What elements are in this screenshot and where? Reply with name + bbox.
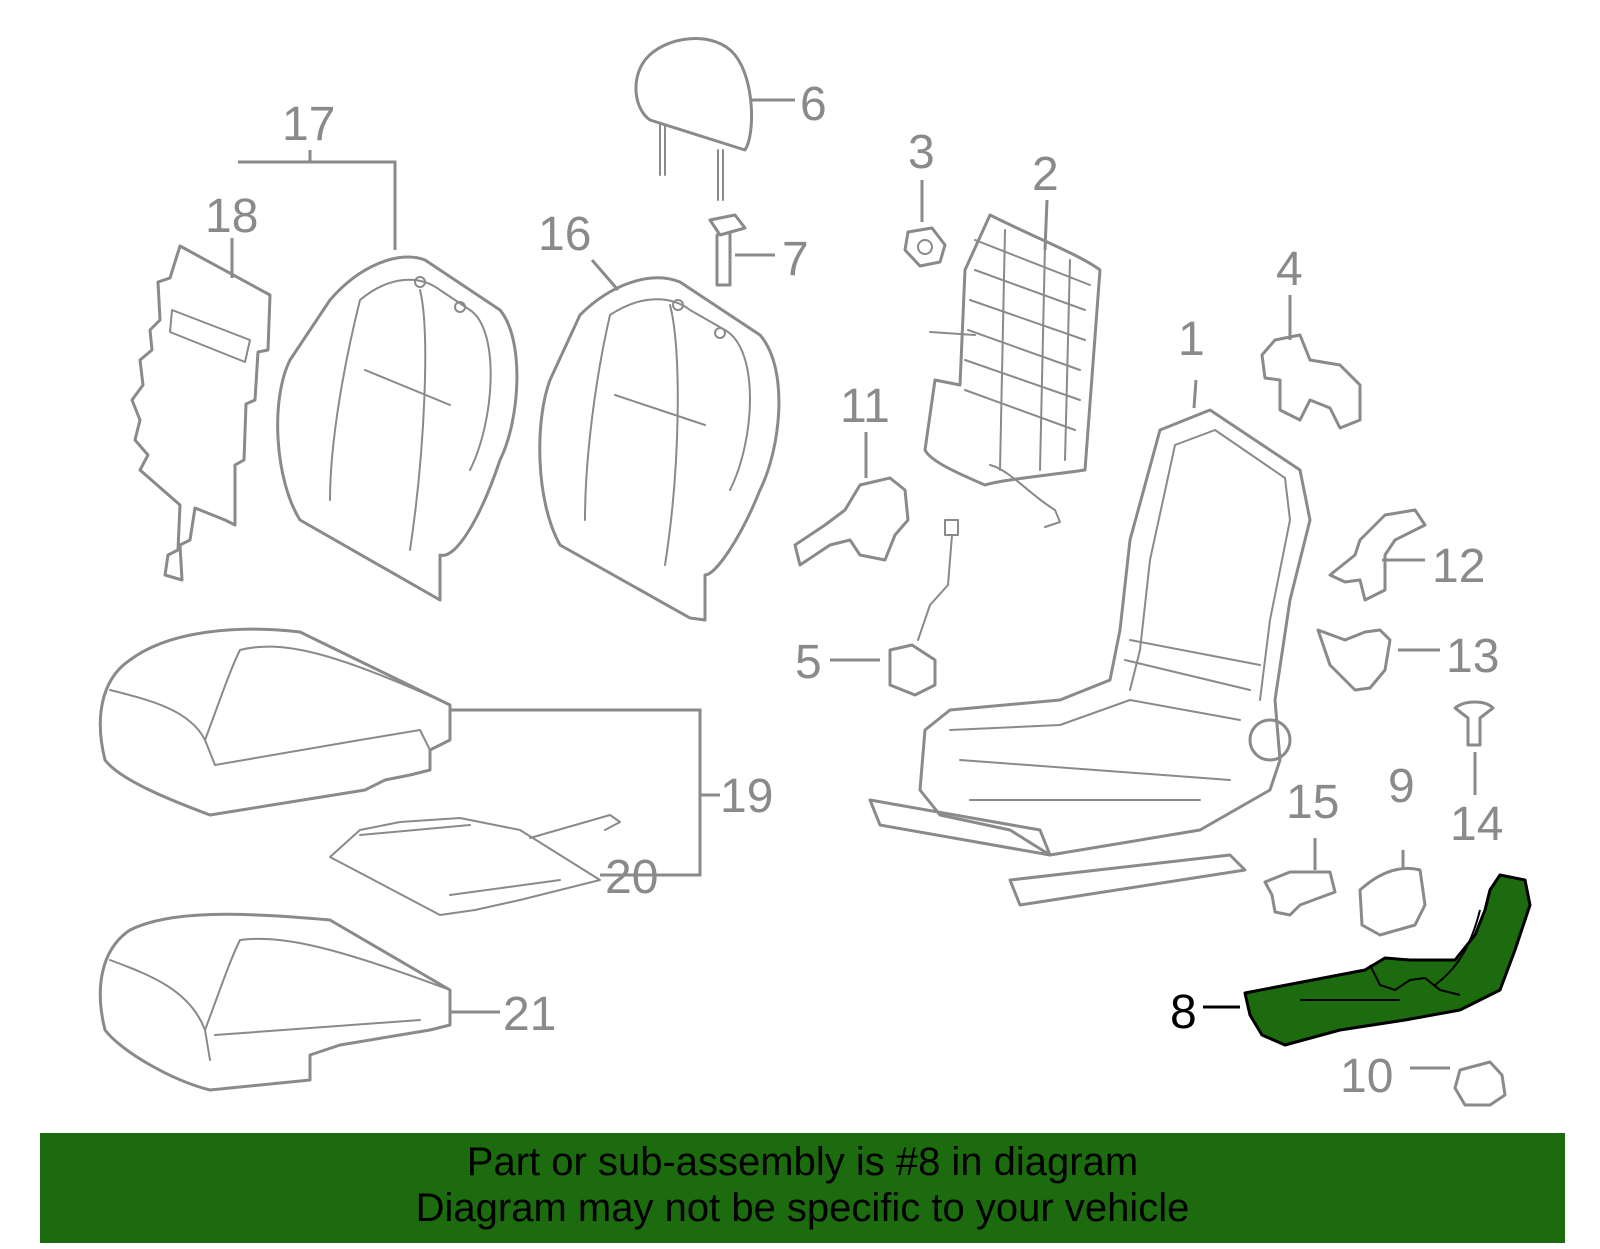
part-5-switch-harness[interactable] — [888, 519, 959, 697]
callout-8: 8 — [1170, 986, 1197, 1039]
callout-21: 21 — [503, 988, 556, 1041]
callout-1: 1 — [1178, 313, 1205, 366]
part-21-cushion-pad[interactable] — [98, 912, 452, 1092]
part-10-cap[interactable] — [1453, 1060, 1507, 1107]
callout-15: 15 — [1286, 776, 1339, 829]
part-2-seatback-spring[interactable] — [923, 213, 1102, 528]
part-11-cover[interactable] — [793, 476, 910, 567]
callout-19: 19 — [720, 770, 773, 823]
callout-12: 12 — [1432, 540, 1485, 593]
part-13-cover[interactable] — [1316, 628, 1392, 692]
banner-line-2: Diagram may not be specific to your vehi… — [415, 1186, 1190, 1230]
callout-20: 20 — [605, 851, 658, 904]
callout-13: 13 — [1446, 630, 1499, 683]
part-20-seat-heater[interactable] — [329, 814, 621, 916]
callout-6: 6 — [800, 78, 827, 131]
callout-18: 18 — [205, 190, 258, 243]
callout-7: 7 — [782, 233, 809, 286]
part-19-cushion-cover[interactable] — [98, 627, 452, 817]
part-17-seatback-cover[interactable] — [276, 255, 519, 602]
seat-parts-diagram: 1 2 3 4 5 6 7 8 9 10 11 12 13 14 15 16 1… — [98, 37, 1532, 1107]
part-12-bracket[interactable] — [1328, 508, 1427, 602]
part-9-cover[interactable] — [1358, 866, 1427, 937]
callout-17: 17 — [282, 98, 335, 151]
callout-11: 11 — [840, 380, 890, 433]
callout-4: 4 — [1276, 243, 1303, 296]
part-4-bracket[interactable] — [1260, 333, 1362, 430]
callout-14: 14 — [1450, 798, 1503, 851]
part-18-seatback-board[interactable] — [130, 244, 272, 582]
part-6-headrest[interactable] — [634, 37, 753, 201]
part-16-seatback-pad[interactable] — [538, 276, 781, 622]
part-3-clip[interactable] — [903, 226, 947, 268]
part-1-seat-frame[interactable] — [868, 408, 1312, 907]
info-banner: Part or sub-assembly is #8 in diagram Di… — [40, 1133, 1565, 1243]
leader-lines — [230, 98, 1477, 1070]
part-15-cover[interactable] — [1263, 870, 1337, 917]
callout-5: 5 — [795, 636, 822, 689]
part-8-seat-cushion-shield[interactable] — [1243, 873, 1532, 1047]
callout-labels: 1 2 3 4 5 6 7 8 9 10 11 12 13 14 15 16 1… — [205, 78, 1503, 1103]
callout-2: 2 — [1032, 148, 1059, 201]
banner-line-1: Part or sub-assembly is #8 in diagram — [466, 1140, 1139, 1184]
callout-3: 3 — [908, 126, 935, 179]
part-7-headrest-guide[interactable] — [708, 213, 747, 287]
callout-9: 9 — [1388, 760, 1415, 813]
part-14-clip[interactable] — [1453, 700, 1495, 747]
callout-10: 10 — [1340, 1050, 1393, 1103]
callout-16: 16 — [538, 208, 591, 261]
